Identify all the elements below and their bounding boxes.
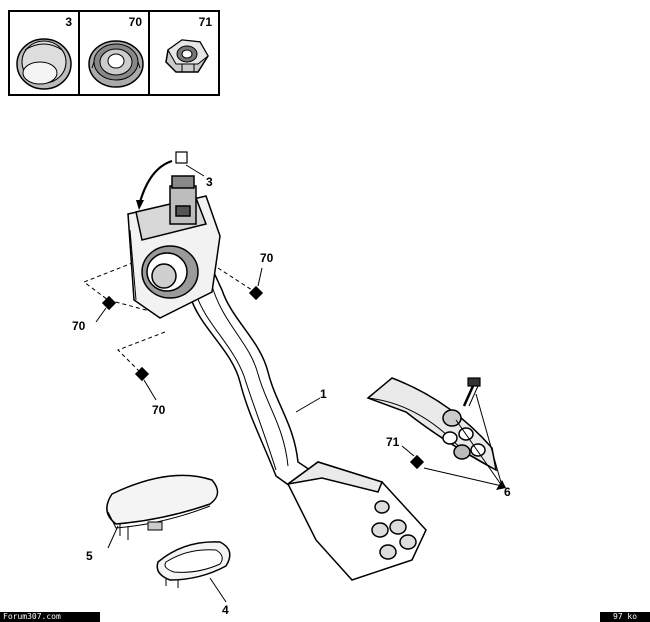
pedal-foot-pad bbox=[287, 461, 427, 581]
footer-source-label: Forum307.com bbox=[0, 612, 100, 622]
legend-part-number: 71 bbox=[198, 15, 212, 29]
legend-cell-part-71: 71 bbox=[150, 12, 218, 94]
flange-nut-icon bbox=[88, 40, 144, 88]
legend-part-number: 70 bbox=[128, 15, 142, 29]
callout-70: 70 bbox=[260, 251, 274, 265]
legend-cell-part-70: 70 bbox=[80, 12, 150, 94]
cap-reference bbox=[136, 151, 205, 210]
pad-cap-large bbox=[106, 474, 219, 540]
nut-71-marker bbox=[409, 454, 425, 470]
callout-3: 3 bbox=[206, 175, 213, 189]
leader-arrowhead bbox=[496, 480, 506, 490]
callout-1: 1 bbox=[320, 387, 327, 401]
screw bbox=[462, 377, 481, 407]
leader-lines bbox=[95, 267, 503, 603]
callout-70: 70 bbox=[72, 319, 86, 333]
legend-cell-part-3: 3 bbox=[10, 12, 80, 94]
nut-70-marker bbox=[101, 295, 117, 311]
nut-70-marker bbox=[248, 285, 264, 301]
alignment-lines bbox=[82, 259, 256, 373]
callout-71: 71 bbox=[386, 435, 400, 449]
parts-legend: 3 70 71 bbox=[8, 10, 220, 96]
callout-5: 5 bbox=[86, 549, 93, 563]
nut-70-marker bbox=[134, 366, 150, 382]
lock-nut-icon bbox=[165, 39, 209, 73]
legend-part-number: 3 bbox=[65, 15, 72, 29]
footer-size-label: 97 ko bbox=[600, 612, 650, 622]
foot-pad-plate bbox=[366, 377, 498, 472]
pad-cap-small bbox=[156, 541, 231, 588]
callout-6: 6 bbox=[504, 485, 511, 499]
cap-icon bbox=[16, 38, 72, 90]
nut-markers bbox=[101, 285, 425, 470]
pedal-housing bbox=[127, 175, 221, 319]
callout-4: 4 bbox=[222, 603, 229, 617]
callout-70: 70 bbox=[152, 403, 166, 417]
